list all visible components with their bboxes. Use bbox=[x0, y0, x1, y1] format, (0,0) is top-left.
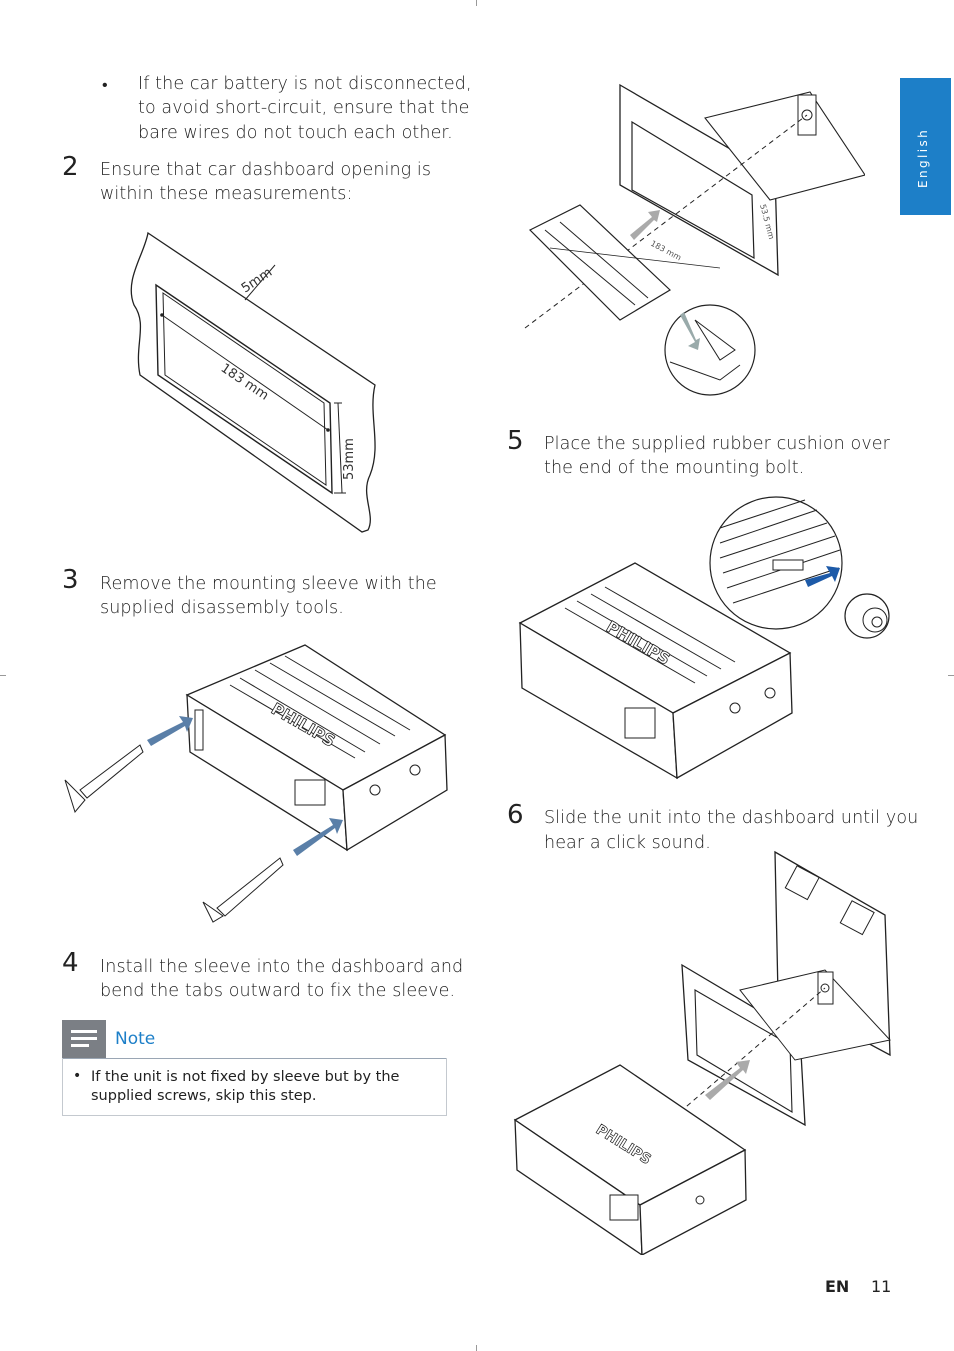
step-3-number: 3 bbox=[62, 565, 79, 595]
step-5-line-2: the end of the mounting bolt. bbox=[544, 458, 805, 478]
bullet-line-1: If the car battery is not disconnected, bbox=[138, 74, 472, 94]
footer-language: EN bbox=[825, 1277, 850, 1296]
bullet-line-2: to avoid short-circuit, ensure that the bbox=[138, 98, 470, 118]
sleeve-install-figure: 183 mm 53.5 mm bbox=[524, 83, 865, 396]
note-bullet-marker: • bbox=[73, 1068, 82, 1084]
step-5-line-1: Place the supplied rubber cushion over bbox=[544, 434, 890, 454]
slide-unit-figure: PHILIPS bbox=[513, 850, 891, 1255]
language-tab-label: English bbox=[916, 127, 930, 188]
step-4-line-1: Install the sleeve into the dashboard an… bbox=[100, 957, 464, 977]
crop-mark bbox=[948, 675, 954, 676]
step-2-number: 2 bbox=[62, 152, 79, 182]
step-4-number: 4 bbox=[62, 948, 79, 978]
dim-height-label: 53mm bbox=[342, 438, 357, 480]
note-line-2: supplied screws, skip this step. bbox=[91, 1088, 317, 1104]
bullet-line-3: bare wires do not touch each other. bbox=[138, 123, 453, 143]
rubber-cushion-figure: PHILIPS bbox=[518, 496, 890, 780]
sleeve-removal-figure: PHILIPS bbox=[64, 644, 448, 923]
step-5-number: 5 bbox=[507, 426, 524, 456]
page-number: 11 bbox=[871, 1277, 892, 1296]
note-box: • If the unit is not fixed by sleeve but… bbox=[62, 1058, 447, 1116]
language-tab: English bbox=[900, 78, 951, 215]
crop-mark bbox=[476, 0, 477, 6]
crop-mark bbox=[476, 1345, 477, 1351]
note-text: If the unit is not fixed by sleeve but b… bbox=[91, 1068, 431, 1106]
step-6-line-2: hear a click sound. bbox=[544, 833, 711, 853]
note-line-1: If the unit is not fixed by sleeve but b… bbox=[91, 1069, 400, 1085]
dim-top-label: 5mm bbox=[239, 265, 275, 296]
step-2-line-2: within these measurements: bbox=[100, 184, 353, 204]
step-3-line-1: Remove the mounting sleeve with the bbox=[100, 574, 437, 594]
step-2-line-1: Ensure that car dashboard opening is bbox=[100, 160, 432, 180]
dim-small-width: 183 mm bbox=[649, 239, 683, 263]
note-icon bbox=[62, 1020, 106, 1058]
step-4-line-2: bend the tabs outward to fix the sleeve. bbox=[100, 981, 456, 1001]
dashboard-opening-figure: 5mm 183 mm 53mm bbox=[130, 231, 376, 533]
step-6-line-1: Slide the unit into the dashboard until … bbox=[544, 808, 919, 828]
note-label: Note bbox=[115, 1029, 156, 1049]
note-header: Note bbox=[62, 1020, 446, 1059]
step-6-number: 6 bbox=[507, 800, 524, 830]
bullet-marker: • bbox=[102, 75, 108, 94]
crop-mark bbox=[0, 675, 6, 676]
step-3-line-2: supplied disassembly tools. bbox=[100, 598, 344, 618]
